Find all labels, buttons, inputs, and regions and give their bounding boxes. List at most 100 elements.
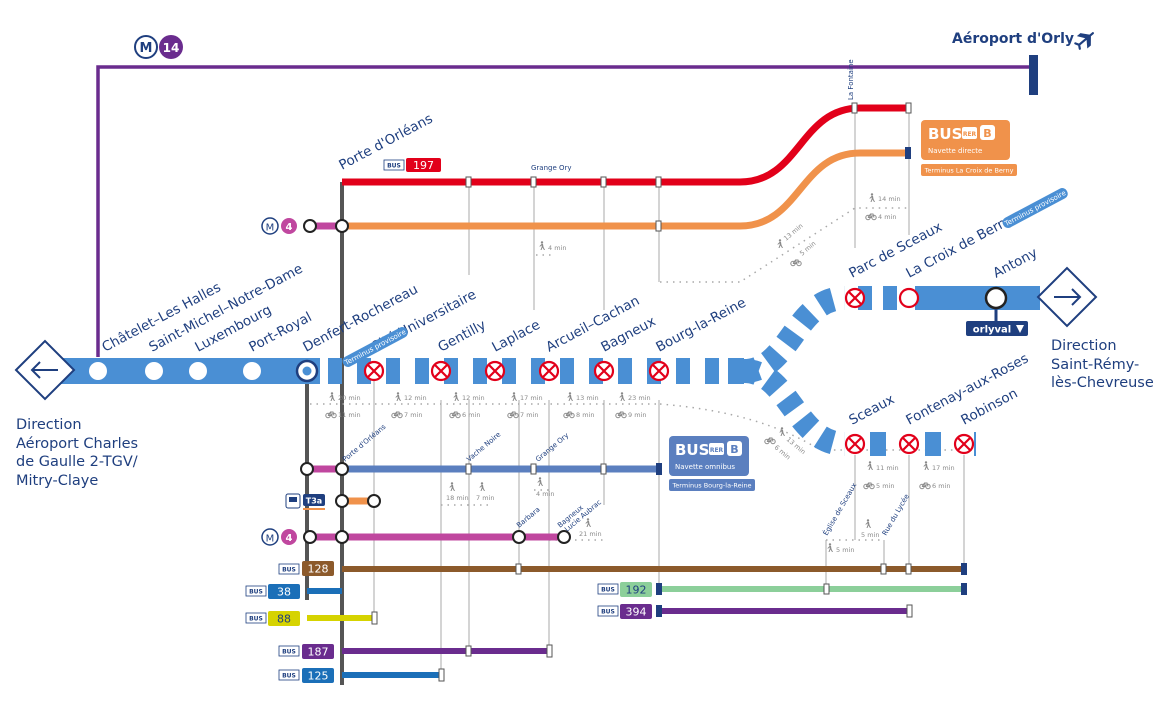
orlyval-badge: orlyval — [966, 309, 1028, 336]
svg-text:M: M — [266, 223, 275, 234]
svg-text:18 min: 18 min — [446, 494, 469, 502]
svg-text:13 min: 13 min — [782, 222, 804, 243]
navette-omnibus-box: BUS RER B Navette omnibus Terminus Bourg… — [669, 436, 755, 491]
svg-text:6 min: 6 min — [932, 482, 950, 490]
svg-text:La Fontaine: La Fontaine — [847, 59, 855, 100]
left-arrow-icon[interactable] — [14, 339, 76, 401]
svg-text:Gentilly: Gentilly — [435, 317, 488, 355]
svg-text:Arcueil–Cachan: Arcueil–Cachan — [543, 293, 642, 356]
svg-text:5 min: 5 min — [876, 482, 894, 490]
svg-text:4 min: 4 min — [548, 244, 566, 252]
svg-text:17 min: 17 min — [932, 464, 955, 472]
svg-text:Grange Ory: Grange Ory — [531, 164, 572, 172]
svg-text:8 min: 8 min — [576, 411, 594, 419]
rer-open-stations — [89, 286, 1008, 383]
orly-airport-label: Aéroport d'Orly — [952, 31, 1075, 47]
bus-187-line: 187 — [278, 644, 553, 659]
bus-128-line: 128 — [278, 561, 967, 576]
svg-text:Antony: Antony — [990, 245, 1040, 282]
svg-text:BUS: BUS — [928, 125, 962, 143]
svg-text:BUS: BUS — [675, 441, 709, 459]
svg-text:11 min: 11 min — [876, 464, 899, 472]
direction-east-line: lès-Chevreuse — [1051, 375, 1154, 391]
svg-text:Terminus La Croix de Berny: Terminus La Croix de Berny — [924, 167, 1014, 175]
svg-text:12 min: 12 min — [462, 394, 485, 402]
svg-text:128: 128 — [308, 563, 329, 576]
svg-text:14: 14 — [163, 41, 180, 55]
svg-text:4: 4 — [286, 222, 293, 233]
svg-text:11 min: 11 min — [338, 411, 361, 419]
bus-38-line: 38 — [245, 584, 342, 599]
svg-text:Église de Sceaux: Église de Sceaux — [821, 481, 858, 537]
svg-text:21 min: 21 min — [579, 530, 602, 538]
svg-text:4 min: 4 min — [878, 213, 896, 221]
svg-text:14 min: 14 min — [878, 195, 901, 203]
direction-west-line: Direction — [16, 417, 82, 433]
svg-text:9 min: 9 min — [628, 411, 646, 419]
svg-text:Navette directe: Navette directe — [928, 147, 982, 155]
svg-text:4: 4 — [286, 533, 293, 544]
svg-text:RER: RER — [710, 447, 724, 454]
metro-14-badge: M 14 — [134, 35, 183, 59]
svg-text:7 min: 7 min — [476, 494, 494, 502]
svg-text:5 min: 5 min — [861, 531, 879, 539]
direction-east-line: Saint-Rémy- — [1051, 356, 1140, 373]
svg-text:orlyval: orlyval — [973, 325, 1011, 336]
metro-4-bottom: M 4 — [261, 528, 571, 546]
svg-text:B: B — [730, 443, 738, 456]
svg-text:Sceaux: Sceaux — [846, 391, 897, 428]
svg-text:38: 38 — [277, 586, 291, 599]
navette-directe-line — [342, 147, 911, 232]
svg-text:Laplace: Laplace — [489, 317, 543, 356]
svg-text:T3a: T3a — [306, 497, 322, 506]
svg-text:88: 88 — [277, 613, 291, 626]
terminus-provisoire-tag: Terminus provisoire — [1002, 188, 1068, 229]
svg-text:7 min: 7 min — [520, 411, 538, 419]
navette-omnibus-line — [300, 462, 662, 476]
svg-text:Rue du Lycée: Rue du Lycée — [881, 493, 911, 537]
svg-text:6 min: 6 min — [773, 443, 792, 461]
navette-directe-box: BUS RER B Navette directe Terminus La Cr… — [921, 120, 1017, 176]
plane-icon — [1074, 32, 1094, 50]
tram-t3a-line: T3a — [285, 493, 381, 510]
direction-east: Direction Saint-Rémy- lès-Chevreuse — [1051, 337, 1154, 393]
svg-text:Denfert-Rochereau: Denfert-Rochereau — [300, 281, 420, 355]
direction-west: Direction Aéroport Charles de Gaulle 2-T… — [16, 416, 138, 490]
svg-text:187: 187 — [308, 646, 329, 659]
svg-text:17 min: 17 min — [520, 394, 543, 402]
bus-88-line: 88 — [245, 611, 378, 626]
svg-text:4 min: 4 min — [536, 490, 554, 498]
svg-text:20 min: 20 min — [338, 394, 361, 402]
tram-icon — [285, 493, 301, 509]
svg-text:M: M — [266, 534, 275, 545]
right-arrow-icon[interactable] — [1036, 266, 1098, 328]
svg-text:Bourg-la-Reine: Bourg-la-Reine — [653, 295, 748, 356]
svg-text:23 min: 23 min — [628, 394, 651, 402]
svg-text:13 min: 13 min — [576, 394, 599, 402]
svg-text:Terminus provisoire: Terminus provisoire — [1003, 189, 1068, 229]
svg-text:Parc de Sceaux: Parc de Sceaux — [846, 219, 945, 282]
bus-192-line: 192 — [597, 582, 967, 597]
metro-4-top: M 4 — [261, 217, 349, 235]
svg-text:RER: RER — [963, 131, 977, 138]
svg-text:Vache Noire: Vache Noire — [465, 430, 502, 463]
svg-text:5 min: 5 min — [798, 240, 817, 258]
bus-394-line: 394 — [597, 604, 913, 619]
bus-197-line: 197 — [342, 102, 912, 188]
svg-text:394: 394 — [626, 606, 647, 619]
svg-text:M: M — [140, 41, 153, 56]
svg-text:Porte d'Orléans: Porte d'Orléans — [341, 423, 388, 464]
svg-text:Terminus Bourg-la-Reine: Terminus Bourg-la-Reine — [671, 482, 751, 490]
bus-125-line: 125 — [278, 668, 445, 683]
svg-text:197: 197 — [413, 159, 434, 172]
metro-14-line — [96, 55, 1038, 357]
svg-text:5 min: 5 min — [836, 546, 854, 554]
direction-west-line: Aéroport Charles — [16, 435, 139, 452]
direction-west-line: Mitry-Claye — [16, 472, 99, 489]
connector-lines — [305, 105, 975, 685]
svg-text:6 min: 6 min — [462, 411, 480, 419]
svg-text:125: 125 — [308, 670, 329, 683]
closed-station-icon — [363, 287, 975, 455]
direction-west-line: de Gaulle 2-TGV/ — [16, 454, 138, 470]
